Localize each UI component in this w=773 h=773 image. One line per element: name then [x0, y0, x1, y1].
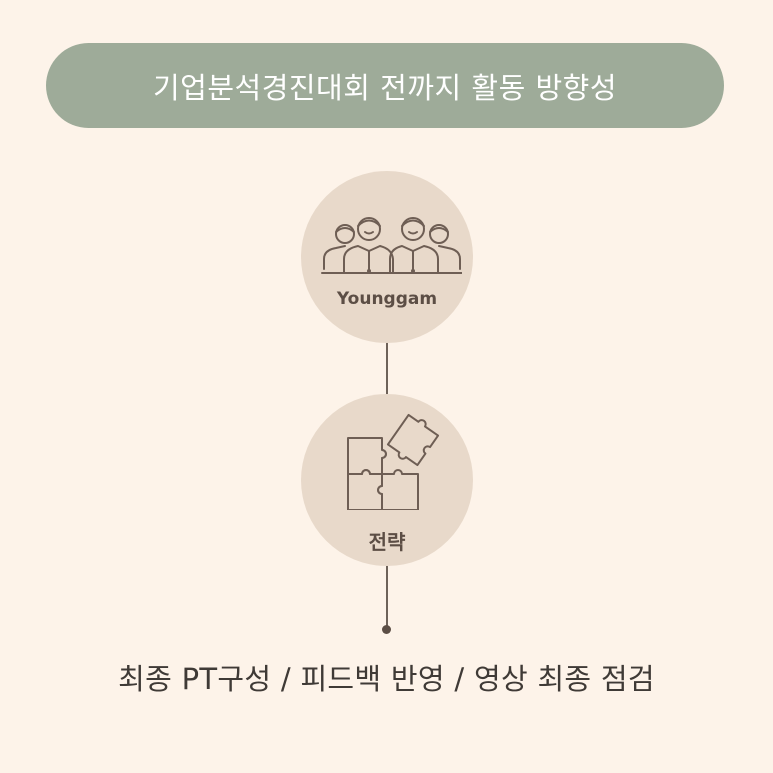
timeline-end-dot	[382, 625, 391, 634]
timeline-node-strategy: 전략	[301, 394, 473, 566]
page-title-banner: 기업분석경진대회 전까지 활동 방향성	[46, 43, 724, 128]
timeline-node-team: Younggam	[301, 171, 473, 343]
team-people-icon	[321, 217, 462, 274]
timeline-connector-bottom	[385, 565, 388, 628]
node-label-team: Younggam	[336, 289, 438, 309]
timeline-connector-top	[385, 341, 388, 395]
node-label-strategy: 전략	[368, 530, 406, 554]
final-step-text: 최종 PT구성 / 피드백 반영 / 영상 최종 점검	[118, 662, 655, 696]
puzzle-icon	[347, 413, 440, 510]
page-title: 기업분석경진대회 전까지 활동 방향성	[152, 70, 618, 105]
